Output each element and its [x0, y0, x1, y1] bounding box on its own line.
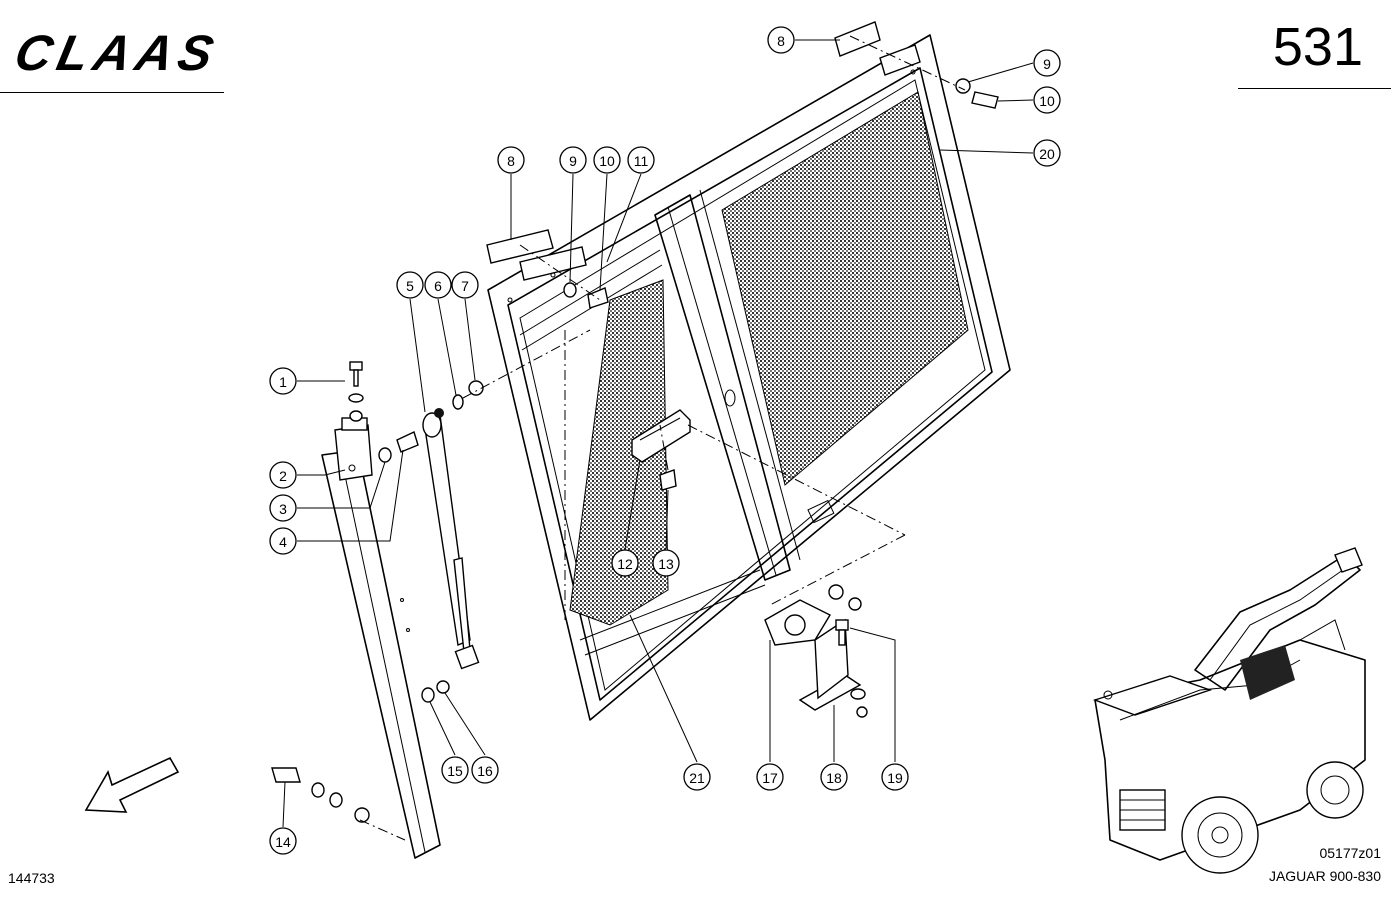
leader-lines	[282, 39, 1034, 828]
callout-21: 21	[683, 763, 711, 791]
callout-label: 10	[599, 153, 615, 169]
callout-14: 14	[269, 827, 297, 855]
model-name: JAGUAR 900-830	[1268, 868, 1381, 884]
callout-label: 9	[569, 153, 577, 169]
callout-label: 5	[406, 278, 414, 294]
callout-8-top: 8	[767, 26, 795, 54]
callout-label: 6	[434, 278, 442, 294]
callout-label: 18	[826, 770, 842, 786]
callout-19: 19	[881, 763, 909, 791]
right-mesh-screen	[721, 91, 969, 486]
callout-2: 2	[269, 461, 297, 489]
callout-label: 1	[279, 374, 287, 390]
callout-label: 4	[279, 534, 287, 550]
callout-10-top: 10	[1033, 86, 1061, 114]
callout-label: 20	[1039, 146, 1055, 162]
callout-label: 3	[279, 501, 287, 517]
callout-8-left: 8	[497, 146, 525, 174]
header-rule-right	[1238, 88, 1391, 89]
callout-10-left: 10	[593, 146, 621, 174]
callout-17: 17	[756, 763, 784, 791]
assembly-lines	[359, 35, 966, 841]
callout-label: 8	[507, 153, 515, 169]
harvester-thumbnail	[1092, 547, 1366, 874]
callout-18: 18	[820, 763, 848, 791]
hardware	[271, 21, 999, 823]
drawing-number: 144733	[8, 870, 55, 886]
callout-16: 16	[471, 756, 499, 784]
callout-label: 7	[461, 278, 469, 294]
callout-label: 17	[762, 770, 778, 786]
callout-label: 2	[279, 468, 287, 484]
callout-label: 11	[634, 153, 649, 169]
callout-label: 21	[689, 770, 705, 786]
callout-3: 3	[269, 494, 297, 522]
callout-label: 8	[777, 33, 785, 49]
page-number: 531	[1272, 17, 1363, 77]
door-frame	[487, 34, 1011, 721]
callout-9-left: 9	[559, 146, 587, 174]
callout-label: 16	[477, 763, 493, 779]
callout-20: 20	[1033, 139, 1061, 167]
callout-9-top: 9	[1033, 49, 1061, 77]
gas-strut	[422, 408, 480, 670]
support-column	[321, 417, 441, 859]
callout-1: 1	[269, 367, 297, 395]
callout-label: 10	[1039, 93, 1055, 109]
direction-arrow	[84, 756, 180, 813]
header-rule-left	[0, 92, 224, 93]
callout-12: 12	[611, 549, 639, 577]
figure-code: 05177z01	[1319, 845, 1381, 861]
callout-label: 13	[658, 556, 674, 572]
callout-11: 11	[627, 146, 655, 174]
callout-label: 9	[1043, 56, 1051, 72]
callout-15: 15	[441, 756, 469, 784]
callout-label: 19	[887, 770, 903, 786]
callout-7: 7	[451, 271, 479, 299]
callout-4: 4	[269, 527, 297, 555]
callout-label: 14	[275, 834, 291, 850]
callout-label: 12	[617, 556, 633, 572]
callout-label: 15	[447, 763, 463, 779]
callout-6: 6	[424, 271, 452, 299]
callout-13: 13	[652, 549, 680, 577]
left-mesh-screen	[569, 279, 669, 626]
callout-5: 5	[396, 271, 424, 299]
